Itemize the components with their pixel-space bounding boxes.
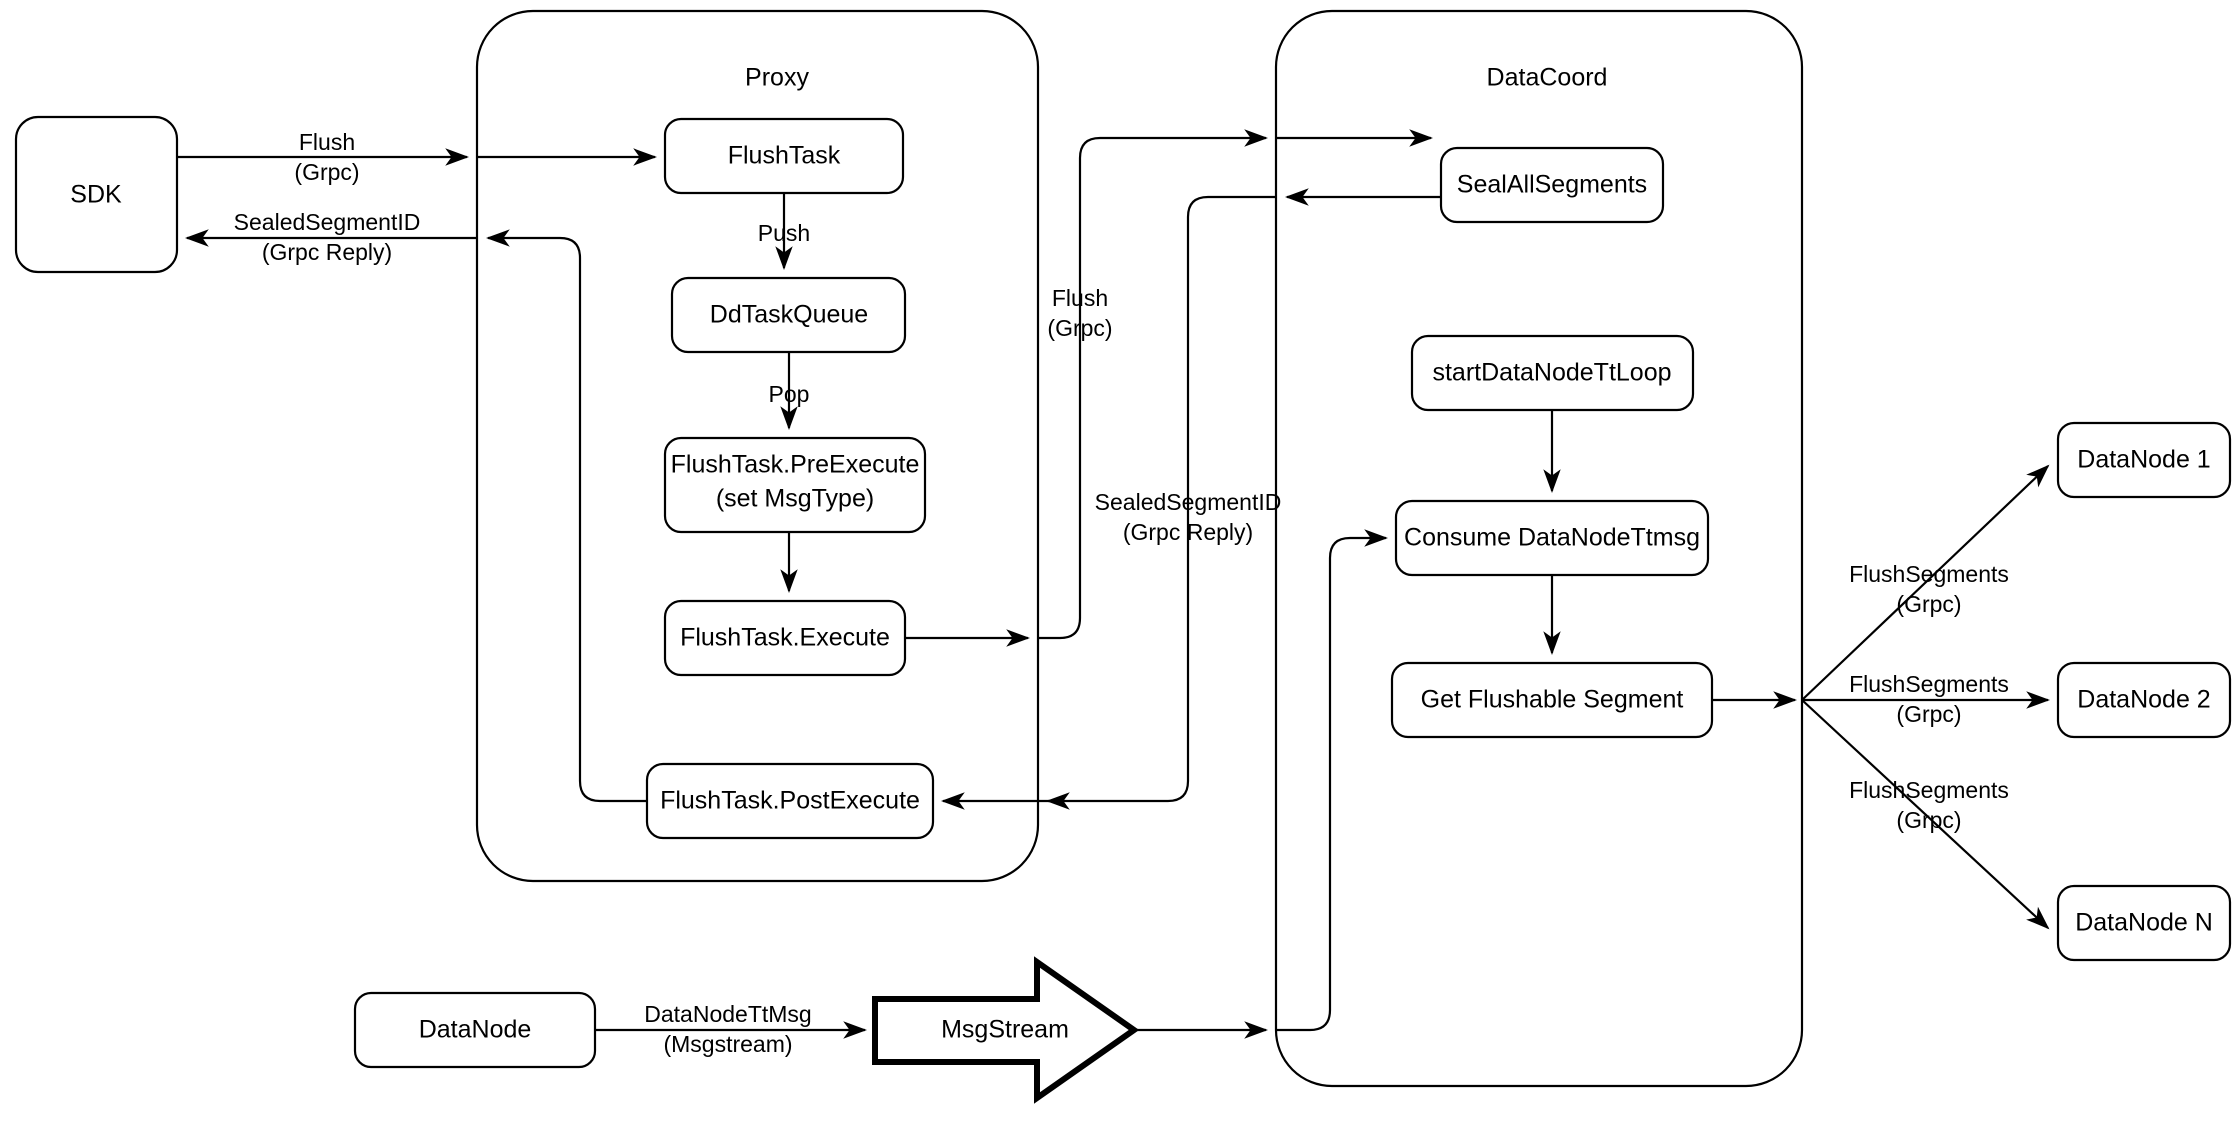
node-msgstream[interactable]	[872, 956, 1140, 1104]
node-flushtask-label: FlushTask	[728, 142, 841, 170]
node-flushtask-postexecute-label: FlushTask.PostExecute	[660, 787, 920, 815]
edge-proxy-to-datacoord-flush	[1038, 129, 1268, 640]
edge-label-flushsegments-2-line2: (Grpc)	[1896, 701, 1961, 727]
node-sdk[interactable]	[14, 115, 179, 274]
edge-label-push: Push	[758, 220, 810, 246]
proxy-container-title: Proxy	[745, 64, 809, 92]
edge-label-flushsegments-1-line1: FlushSegments	[1849, 561, 2009, 587]
edge-label-proxy-to-coord-line1: Flush	[1052, 285, 1108, 311]
node-sdk-label: SDK	[70, 181, 122, 209]
node-datanode-2-label: DataNode 2	[2077, 686, 2210, 714]
node-get-flushable-segment-label: Get Flushable Segment	[1421, 686, 1684, 714]
edge-hub-to-datanode-n	[1801, 699, 2050, 930]
proxy-container	[475, 9, 1040, 883]
edge-label-flushsegments-1-line2: (Grpc)	[1896, 591, 1961, 617]
datacoord-container	[1274, 9, 1804, 1088]
node-datanode-source-label: DataNode	[419, 1016, 532, 1044]
node-flushtask-preexecute-label-line1: FlushTask.PreExecute	[671, 451, 920, 479]
node-flushtask-preexecute[interactable]	[663, 436, 927, 534]
edge-label-coord-to-proxy-line2: (Grpc Reply)	[1123, 519, 1253, 545]
node-datanode-1[interactable]	[2056, 421, 2232, 499]
edge-label-sdk-to-proxy-line1: Flush	[299, 129, 355, 155]
edge-label-flushsegments-2-line1: FlushSegments	[1849, 671, 2009, 697]
node-consume-datanodettmsg-label: Consume DataNodeTtmsg	[1404, 524, 1700, 552]
node-msgstream-label: MsgStream	[941, 1016, 1069, 1044]
edge-label-datanode-ttmsg-line1: DataNodeTtMsg	[644, 1001, 811, 1027]
node-sealallsegments[interactable]	[1439, 146, 1665, 224]
edge-datacoord-loop-to-consume	[1277, 529, 1388, 1032]
node-datanode-1-label: DataNode 1	[2077, 446, 2210, 474]
edge-label-proxy-to-sdk-line1: SealedSegmentID	[234, 209, 421, 235]
edge-label-datanode-ttmsg-line2: (Msgstream)	[663, 1031, 792, 1057]
node-datanode-n[interactable]	[2056, 884, 2232, 962]
node-ddtaskqueue-label: DdTaskQueue	[710, 301, 868, 329]
edge-label-flushsegments-n-line2: (Grpc)	[1896, 807, 1961, 833]
datacoord-container-title: DataCoord	[1487, 64, 1608, 92]
edge-datacoord-to-proxy-reply	[941, 195, 1276, 810]
edge-label-sdk-to-proxy-line2: (Grpc)	[294, 159, 359, 185]
edge-hub-to-datanode-1	[1801, 464, 2050, 701]
edge-label-proxy-to-sdk-line2: (Grpc Reply)	[262, 239, 392, 265]
edge-label-coord-to-proxy-line1: SealedSegmentID	[1095, 489, 1282, 515]
node-flushtask-execute-label: FlushTask.Execute	[680, 624, 890, 652]
node-flushtask-preexecute-label-line2: (set MsgType)	[716, 485, 874, 513]
edge-label-pop: Pop	[769, 381, 810, 407]
node-startdatanodettloop-label: startDataNodeTtLoop	[1432, 359, 1671, 387]
node-datanode-n-label: DataNode N	[2075, 909, 2213, 937]
node-datanode-2[interactable]	[2056, 661, 2232, 739]
edge-postexecute-to-sdkreply	[486, 229, 647, 803]
edge-label-flushsegments-n-line1: FlushSegments	[1849, 777, 2009, 803]
node-sealallsegments-label: SealAllSegments	[1457, 171, 1647, 199]
edge-label-proxy-to-coord-line2: (Grpc)	[1047, 315, 1112, 341]
